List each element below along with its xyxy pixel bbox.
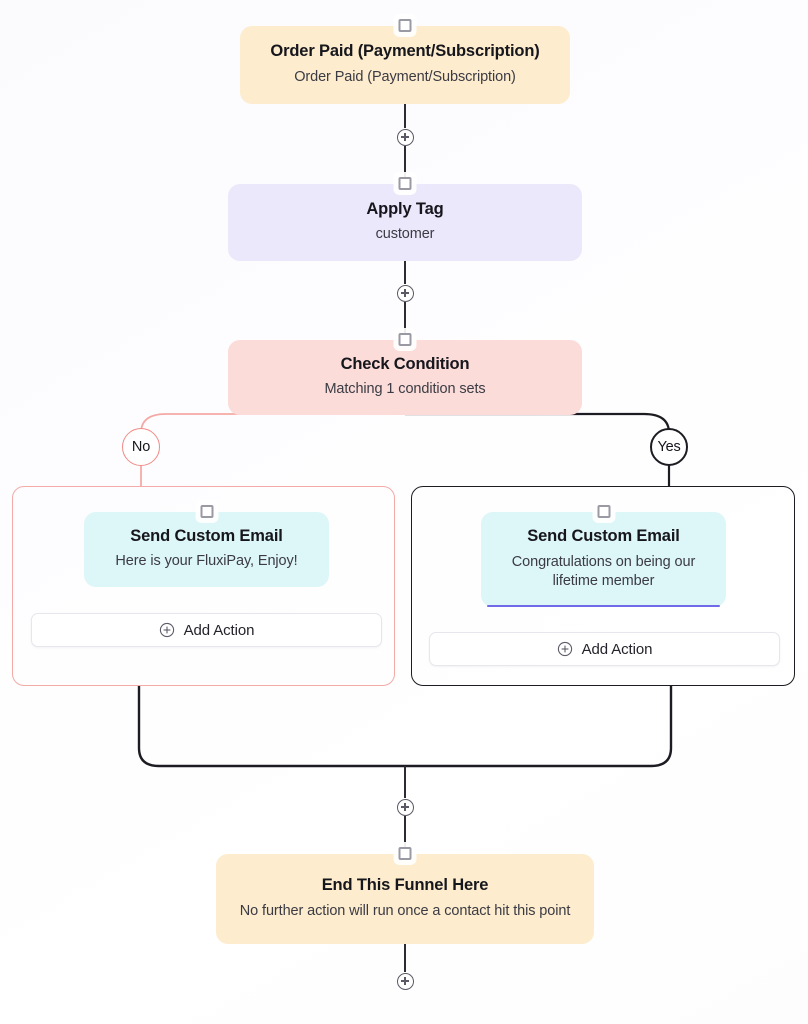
add-step-button-2[interactable] (396, 284, 414, 302)
add-step-button-4[interactable] (396, 972, 414, 990)
add-action-button-yes[interactable]: Add Action (429, 632, 780, 666)
add-step-button-1[interactable] (396, 128, 414, 146)
node-send-custom-email-no[interactable]: Send Custom Email Here is your FluxiPay,… (84, 505, 329, 587)
node-subtitle: No further action will run once a contac… (239, 902, 571, 919)
node-subtitle: Congratulations on being our lifetime me… (511, 553, 696, 589)
node-handle-icon[interactable] (200, 505, 213, 518)
node-title: Order Paid (Payment/Subscription) (270, 42, 540, 61)
node-subtitle: Order Paid (Payment/Subscription) (294, 68, 516, 85)
node-subtitle: Here is your FluxiPay, Enjoy! (115, 553, 298, 570)
branch-container-yes[interactable] (411, 486, 795, 686)
node-order-paid-trigger[interactable]: Order Paid (Payment/Subscription) Order … (240, 19, 570, 104)
node-handle-icon[interactable] (398, 333, 412, 346)
node-apply-tag[interactable]: Apply Tag customer (228, 177, 582, 261)
branch-label-yes-text: Yes (657, 439, 681, 455)
node-handle-icon[interactable] (398, 19, 412, 32)
branch-container-no[interactable] (12, 486, 395, 686)
node-handle-icon[interactable] (398, 847, 412, 860)
node-title: Send Custom Email (527, 527, 680, 546)
branch-label-yes[interactable]: Yes (650, 428, 688, 466)
node-end-funnel[interactable]: End This Funnel Here No further action w… (216, 847, 594, 944)
branch-label-no[interactable]: No (122, 428, 160, 466)
node-check-condition[interactable]: Check Condition Matching 1 condition set… (228, 333, 582, 415)
node-title: Send Custom Email (130, 526, 283, 545)
node-title: End This Funnel Here (321, 876, 489, 895)
node-send-custom-email-yes[interactable]: Send Custom Email Congratulations on bei… (481, 505, 726, 607)
add-action-button-no[interactable]: Add Action (31, 613, 382, 647)
node-handle-icon[interactable] (597, 505, 610, 518)
add-action-label: Add Action (183, 621, 255, 639)
add-action-label: Add Action (581, 640, 653, 658)
node-handle-icon[interactable] (398, 177, 412, 190)
add-step-button-3[interactable] (396, 798, 414, 816)
node-subtitle: customer (375, 226, 435, 243)
node-title: Check Condition (340, 354, 470, 373)
node-subtitle: Matching 1 condition sets (324, 381, 486, 398)
node-title: Apply Tag (366, 199, 444, 218)
plus-circle-icon (557, 641, 573, 657)
plus-circle-icon (159, 622, 175, 638)
branch-label-no-text: No (131, 439, 151, 455)
